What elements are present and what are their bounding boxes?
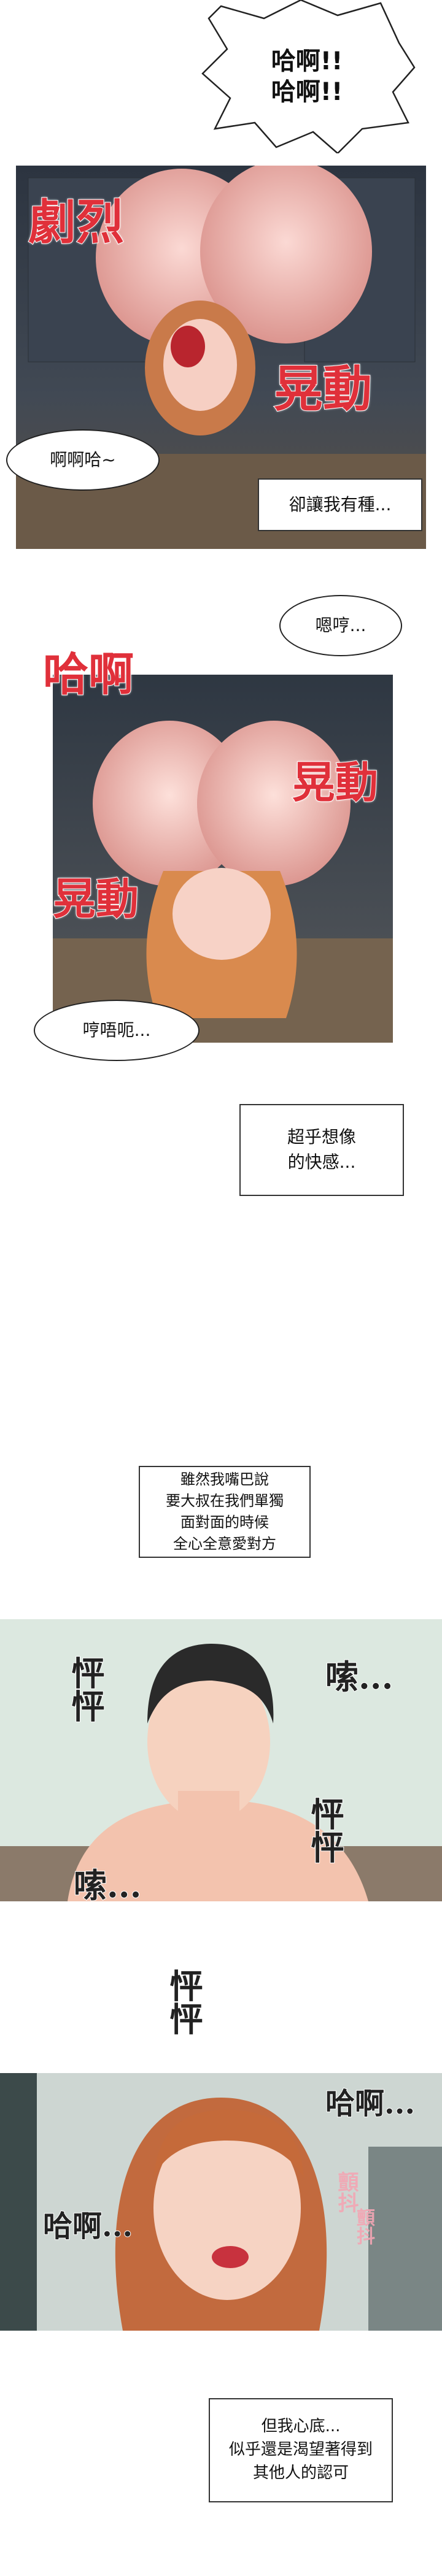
sfx-shake-right: 晃動 (292, 756, 379, 808)
sfx-heartbeat-between: 怦怦 (163, 1968, 204, 2036)
sfx-pant-left: 哈啊... (42, 2209, 133, 2244)
spiky-bubble-shape (201, 0, 416, 153)
sfx-intense: 劇烈 (28, 194, 125, 251)
panel-2-art (53, 675, 393, 1043)
sfx-heartbeat-right: 怦怦 (304, 1796, 345, 1864)
shout-text: 哈啊!! 哈啊!! (271, 47, 343, 106)
sfx-breath-top: 嗦... (325, 1657, 394, 1697)
sfx-tremble: 顫抖 (334, 2171, 359, 2213)
sfx-breath-bottom: 嗦... (73, 1865, 142, 1901)
speech-bubble-hum: 嗯哼... (279, 595, 402, 656)
panel-4: 哈啊... 哈啊... 顫抖 顫抖 (0, 2073, 442, 2331)
panel-4-art (0, 2073, 442, 2331)
sfx-tremble-2: 顫抖 (353, 2208, 374, 2245)
sfx-heartbeat-left: 怦怦 (65, 1655, 106, 1723)
speech-bubble-moan: 啊啊哈~ (6, 429, 160, 491)
caption-promise: 雖然我嘴巴說 要大叔在我們單獨 面對面的時候 全心全意愛對方 (139, 1466, 311, 1558)
sfx-pant-top: 哈啊... (325, 2086, 416, 2122)
panel-3-art (0, 1619, 442, 1901)
caption-recognition: 但我心底... 似乎還是渴望著得到 其他人的認可 (209, 2398, 393, 2502)
caption-pleasure: 超乎想像 的快感... (239, 1104, 404, 1196)
sfx-pant: 哈啊 (42, 648, 134, 702)
panel-2: 晃動 晃動 (53, 675, 393, 1043)
caption-box-feeling: 卻讓我有種... (258, 478, 422, 531)
shout-bubble-area: 哈啊!! 哈啊!! (196, 0, 417, 153)
sfx-shake-left: 晃動 (53, 873, 139, 925)
speech-bubble-groan: 哼唔呃... (34, 1000, 200, 1061)
sfx-shake: 晃動 (273, 359, 373, 418)
panel-3: 怦怦 嗦... 嗦... 怦怦 (0, 1619, 442, 1901)
